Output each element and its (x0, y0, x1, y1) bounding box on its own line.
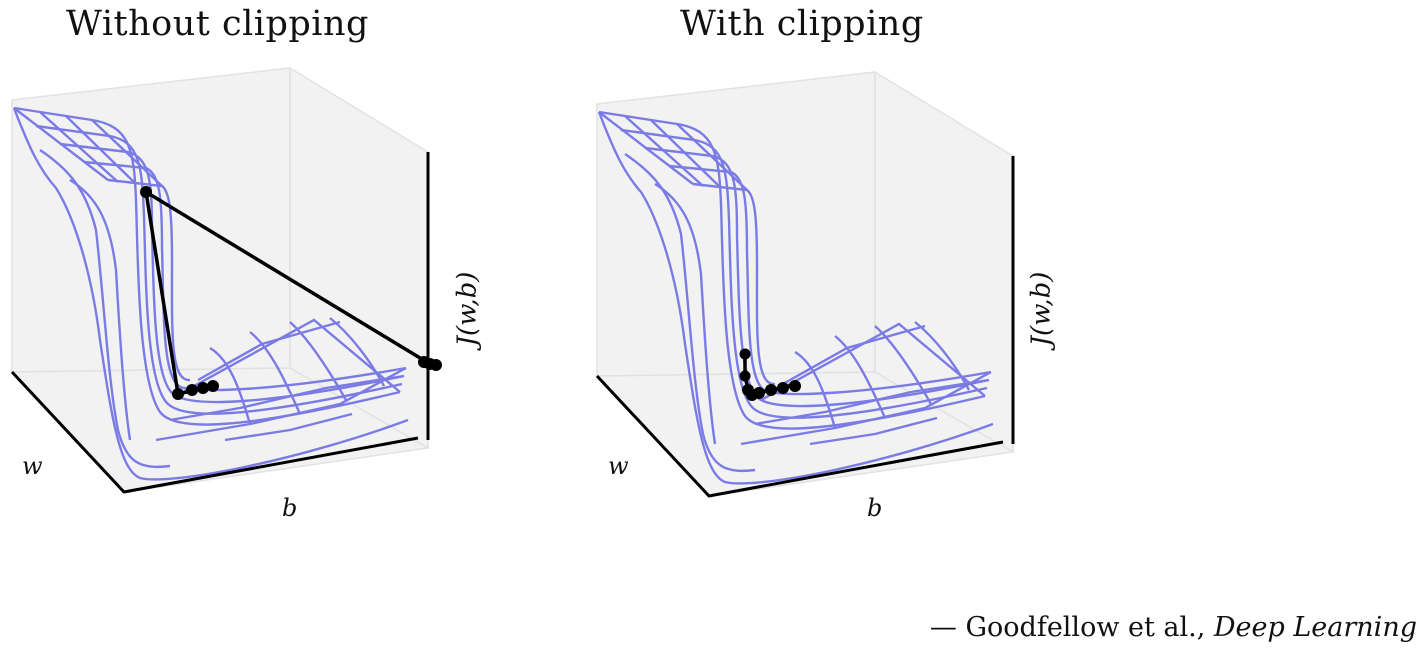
trajectory-point (207, 380, 219, 392)
trajectory-point (140, 186, 152, 198)
trajectory-point (777, 382, 789, 394)
trajectory-point (765, 384, 777, 396)
loss-surface-wireframe (597, 110, 994, 485)
b-axis-label: b (867, 494, 883, 522)
trajectory-point (430, 359, 442, 371)
panel-without-clipping (10, 66, 442, 494)
axes-edges (10, 152, 430, 494)
trajectory-point (789, 380, 801, 392)
panel-with-clipping (595, 70, 1016, 498)
w-axis-label: w (22, 452, 43, 480)
trajectory-point (739, 348, 751, 360)
w-axis-label: w (608, 452, 629, 480)
gradient-trajectory (739, 348, 801, 401)
citation-prefix: — Goodfellow et al., (929, 612, 1214, 643)
panel-title-without-clipping: Without clipping (66, 4, 369, 44)
trajectory-point (753, 387, 765, 399)
trajectory-point (186, 384, 198, 396)
citation: — Goodfellow et al., Deep Learning (930, 612, 1417, 643)
trajectory-point (197, 382, 209, 394)
trajectory-point (739, 370, 751, 382)
axes-edges (595, 156, 1015, 498)
gradient-trajectory (140, 186, 442, 400)
loss-surface-wireframe (12, 106, 409, 481)
citation-book-title: Deep Learning (1213, 612, 1417, 643)
panel-title-with-clipping: With clipping (680, 4, 924, 44)
trajectory-point (172, 388, 184, 400)
b-axis-label: b (282, 494, 298, 522)
